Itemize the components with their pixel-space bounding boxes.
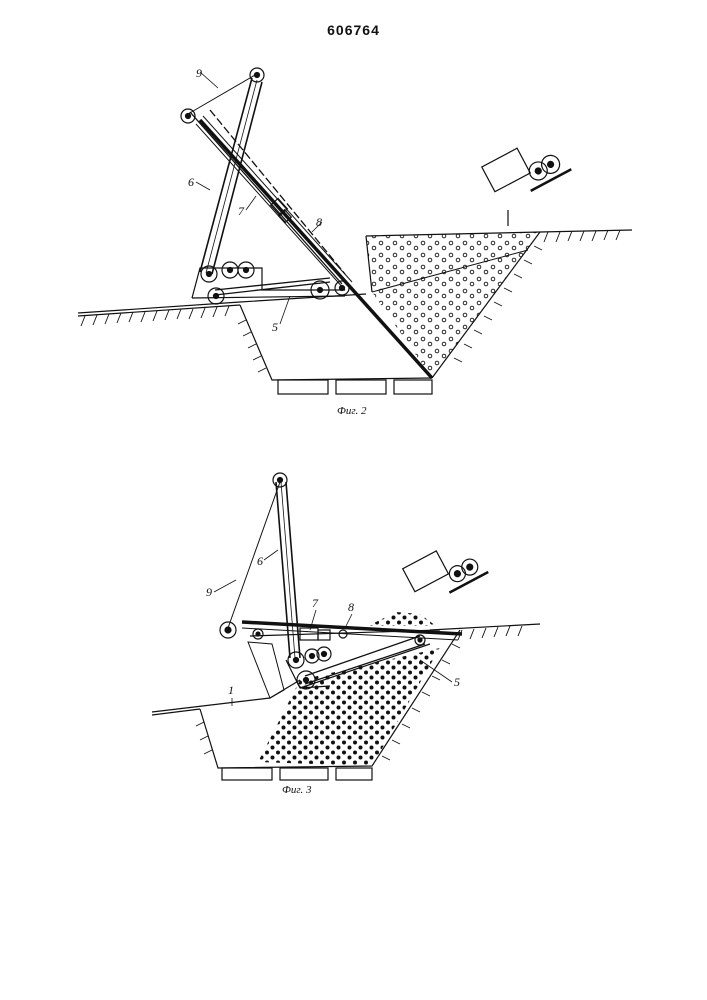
figure-3 bbox=[152, 473, 540, 780]
figure-2 bbox=[78, 68, 632, 394]
label-6-fig2: 6 bbox=[188, 175, 194, 189]
cable-9-fig3 bbox=[228, 482, 280, 628]
gravel-fill-fig3 bbox=[258, 648, 440, 766]
label-9-fig3: 9 bbox=[206, 585, 212, 599]
mast-6-fig3 bbox=[276, 482, 300, 658]
foundation-blocks-fig2 bbox=[278, 380, 432, 394]
gravel-pile-top-fig3 bbox=[368, 612, 436, 626]
label-8-fig3: 8 bbox=[348, 600, 354, 614]
label-6-fig3: 6 bbox=[257, 554, 263, 568]
cable-9-fig2 bbox=[188, 75, 255, 114]
caption-fig3: Фиг. 3 bbox=[282, 784, 312, 796]
caption-fig2: Фиг. 2 bbox=[337, 405, 367, 417]
label-7-fig2: 7 bbox=[238, 204, 245, 218]
label-7-fig3: 7 bbox=[312, 596, 319, 610]
label-1-fig3: 1 bbox=[228, 683, 234, 697]
label-5-fig3: 5 bbox=[454, 675, 460, 689]
label-5-fig2: 5 bbox=[272, 320, 278, 334]
foundation-blocks-fig3 bbox=[222, 768, 372, 780]
ground-line-fig2 bbox=[78, 230, 632, 326]
dump-truck-fig2 bbox=[482, 130, 572, 205]
dump-truck-fig3 bbox=[403, 534, 489, 607]
